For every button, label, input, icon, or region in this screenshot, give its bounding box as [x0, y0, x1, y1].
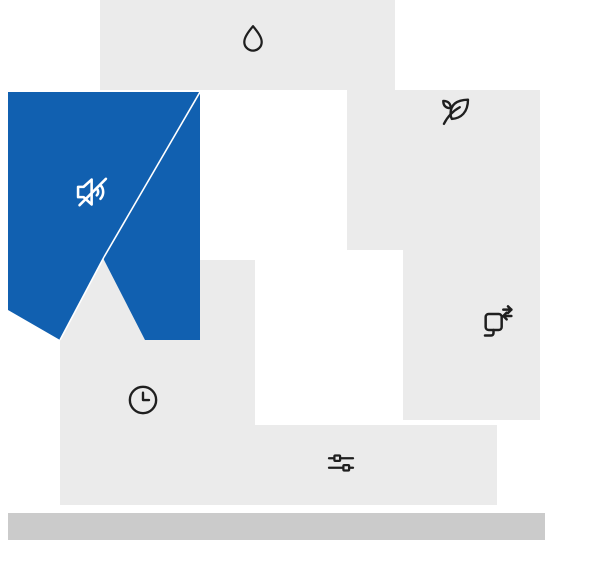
mute-ribbon-banner[interactable]	[8, 92, 200, 345]
water-drop-icon-svg	[243, 25, 263, 52]
clock-icon	[124, 381, 162, 419]
speaker-mute-icon	[76, 177, 108, 207]
ribbon-fold-seam-2	[59, 256, 105, 341]
sliders-icon	[323, 445, 359, 481]
tile-eco-leaf[interactable]	[347, 90, 540, 250]
clock-icon-svg	[128, 385, 158, 415]
bottom-bar-strip	[8, 513, 545, 540]
plug-connected-icon	[477, 302, 517, 342]
ribbon-fold-seam	[103, 92, 200, 258]
water-drop-icon	[235, 22, 271, 58]
plug-connected-icon-svg	[483, 305, 513, 337]
tile-options-sliders[interactable]	[200, 425, 497, 505]
tile-water-drop[interactable]	[100, 0, 395, 90]
leaf-icon-svg	[442, 98, 470, 126]
ribbon-shape	[8, 92, 200, 340]
leaf-icon	[436, 93, 474, 131]
sliders-icon-svg	[327, 454, 355, 472]
tile-plug-connected[interactable]	[403, 250, 540, 420]
